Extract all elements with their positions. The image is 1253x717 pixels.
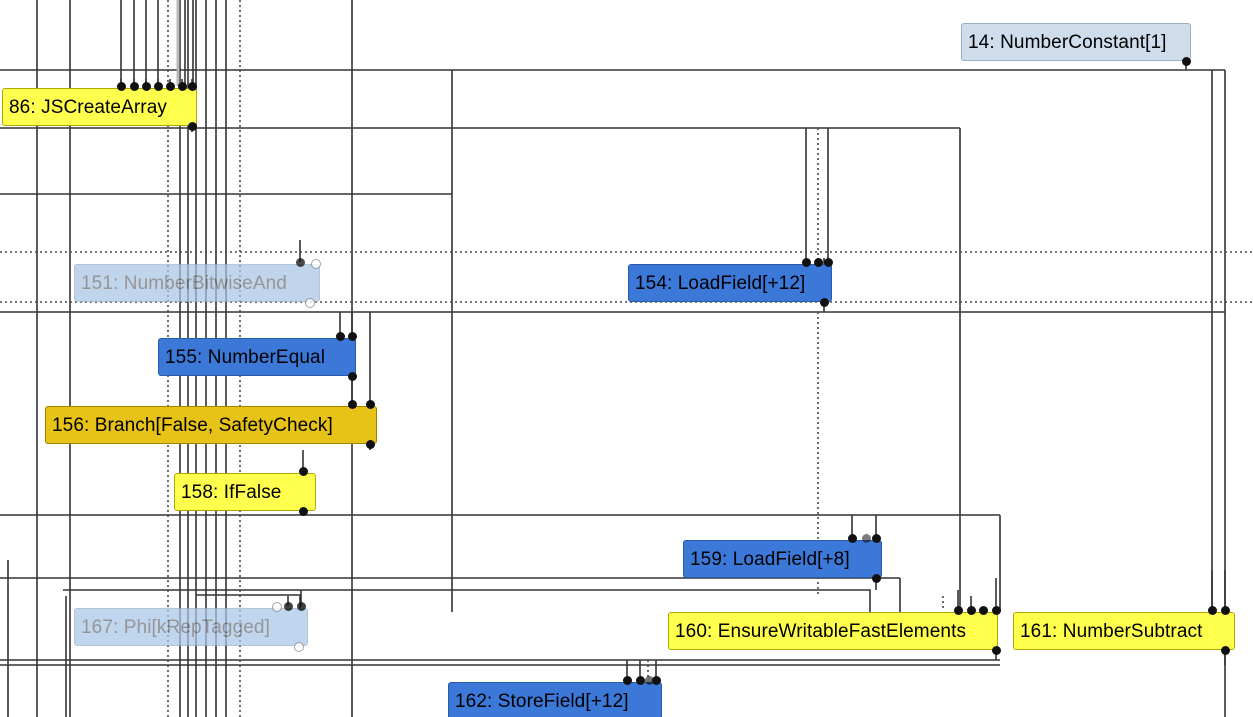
input-port[interactable] xyxy=(862,534,871,543)
node-label: 156: Branch[False, SafetyCheck] xyxy=(52,414,333,436)
node-label: 158: IfFalse xyxy=(181,481,282,503)
input-port[interactable] xyxy=(284,602,293,611)
input-port[interactable] xyxy=(979,606,988,615)
input-port[interactable] xyxy=(336,332,345,341)
input-port[interactable] xyxy=(166,82,175,91)
output-port[interactable] xyxy=(299,507,308,516)
node-label: 161: NumberSubtract xyxy=(1020,620,1203,642)
graph-node-151[interactable]: 151: NumberBitwiseAnd xyxy=(74,264,320,302)
node-label: 159: LoadField[+8] xyxy=(690,548,850,570)
node-label: 151: NumberBitwiseAnd xyxy=(81,272,287,294)
input-port[interactable] xyxy=(992,606,1001,615)
output-port[interactable] xyxy=(348,372,357,381)
input-port[interactable] xyxy=(636,676,645,685)
graph-node-156[interactable]: 156: Branch[False, SafetyCheck] xyxy=(45,406,377,444)
input-port[interactable] xyxy=(954,606,963,615)
graph-node-159[interactable]: 159: LoadField[+8] xyxy=(683,540,882,578)
input-port[interactable] xyxy=(178,82,187,91)
input-port[interactable] xyxy=(1208,606,1217,615)
output-port[interactable] xyxy=(1182,57,1191,66)
input-port[interactable] xyxy=(824,258,833,267)
input-port[interactable] xyxy=(802,258,811,267)
output-port[interactable] xyxy=(366,440,375,449)
input-port[interactable] xyxy=(1221,606,1230,615)
input-port[interactable] xyxy=(296,258,305,267)
input-port[interactable] xyxy=(366,400,375,409)
node-label: 167: Phi[kRepTagged] xyxy=(81,616,270,638)
output-port[interactable] xyxy=(1221,646,1230,655)
graph-node-158[interactable]: 158: IfFalse xyxy=(174,473,316,511)
input-port[interactable] xyxy=(848,534,857,543)
output-port[interactable] xyxy=(311,259,321,269)
input-port[interactable] xyxy=(130,82,139,91)
input-port[interactable] xyxy=(188,82,197,91)
input-port[interactable] xyxy=(967,606,976,615)
graph-node-154[interactable]: 154: LoadField[+12] xyxy=(628,264,832,302)
graph-node-14[interactable]: 14: NumberConstant[1] xyxy=(961,23,1191,61)
input-port[interactable] xyxy=(814,258,823,267)
input-port[interactable] xyxy=(117,82,126,91)
output-port[interactable] xyxy=(294,642,304,652)
input-port[interactable] xyxy=(623,676,632,685)
input-port[interactable] xyxy=(272,602,282,612)
node-label: 154: LoadField[+12] xyxy=(635,272,806,294)
output-port[interactable] xyxy=(992,646,1001,655)
graph-node-167[interactable]: 167: Phi[kRepTagged] xyxy=(74,608,308,646)
output-port[interactable] xyxy=(305,298,315,308)
graph-node-155[interactable]: 155: NumberEqual xyxy=(158,338,356,376)
output-port[interactable] xyxy=(820,298,829,307)
input-port[interactable] xyxy=(645,676,654,685)
input-port[interactable] xyxy=(142,82,151,91)
node-label: 86: JSCreateArray xyxy=(9,96,167,118)
input-port[interactable] xyxy=(872,534,881,543)
output-port[interactable] xyxy=(188,122,197,131)
input-port[interactable] xyxy=(154,82,163,91)
input-port[interactable] xyxy=(299,467,308,476)
node-label: 162: StoreField[+12] xyxy=(455,690,629,712)
input-port[interactable] xyxy=(297,602,306,611)
input-port[interactable] xyxy=(348,400,357,409)
output-port[interactable] xyxy=(872,574,881,583)
input-port[interactable] xyxy=(348,332,357,341)
graph-node-86[interactable]: 86: JSCreateArray xyxy=(2,88,197,126)
node-label: 14: NumberConstant[1] xyxy=(968,31,1167,53)
node-label: 160: EnsureWritableFastElements xyxy=(675,620,967,642)
node-label: 155: NumberEqual xyxy=(165,346,326,368)
graph-node-162[interactable]: 162: StoreField[+12] xyxy=(448,682,662,717)
graph-node-160[interactable]: 160: EnsureWritableFastElements xyxy=(668,612,998,650)
graph-node-161[interactable]: 161: NumberSubtract xyxy=(1013,612,1235,650)
input-port[interactable] xyxy=(652,676,661,685)
